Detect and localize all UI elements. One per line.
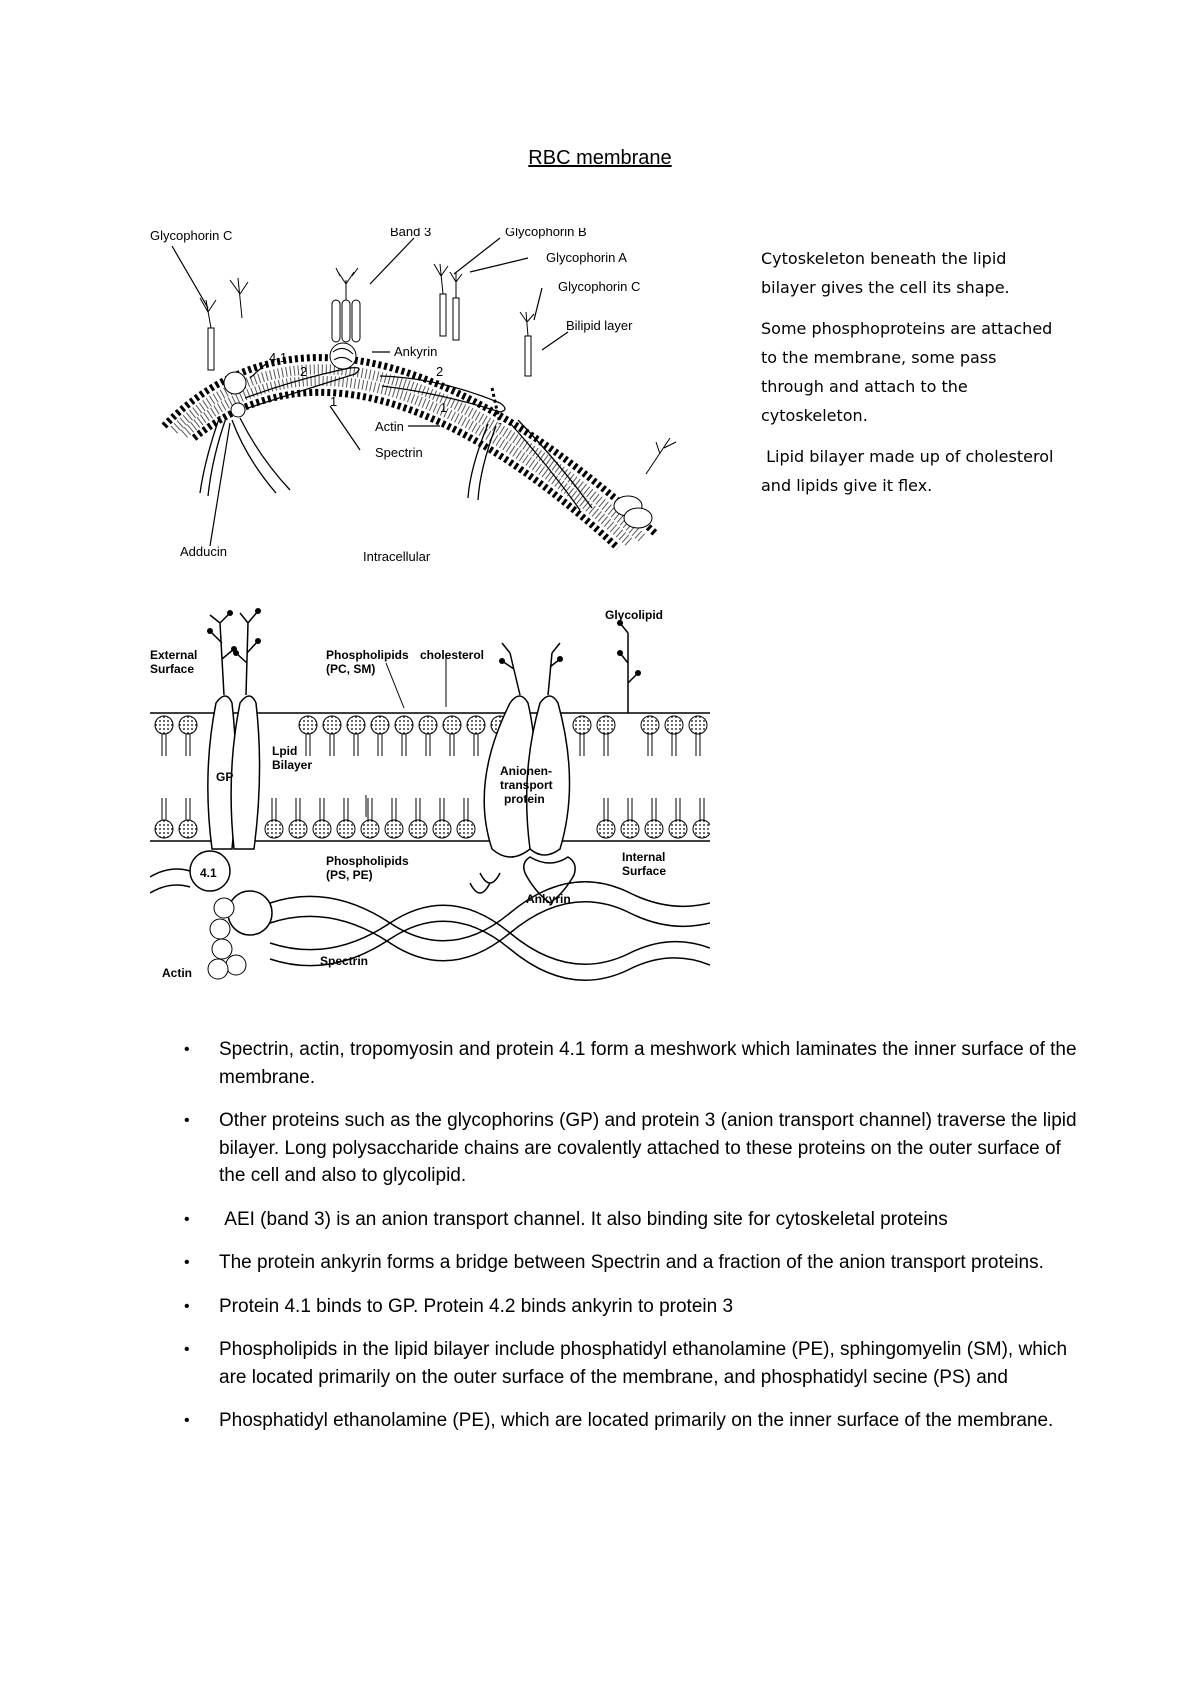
fig2-label-cholesterol: cholesterol: [420, 648, 484, 662]
bullet-item: AEI (band 3) is an anion transport chann…: [180, 1206, 1080, 1234]
bullet-item: The protein ankyrin forms a bridge betwe…: [180, 1249, 1080, 1277]
bullet-item: Spectrin, actin, tropomyosin and protein…: [180, 1036, 1080, 1091]
fig1-label-1-right: 1: [440, 400, 447, 415]
fig1-label-glycophorin-a: Glycophorin A: [546, 250, 627, 265]
fig1-label-band3: Band 3: [390, 228, 431, 239]
bullet-item: Phosphatidyl ethanolamine (PE), which ar…: [180, 1407, 1080, 1435]
spectrin-strands: [200, 368, 592, 510]
fig1-label-2-left: 2: [300, 364, 307, 379]
fig1-label-glycophorin-b: Glycophorin B: [505, 228, 587, 239]
fig1-label-glycophorin-c-left: Glycophorin C: [150, 228, 232, 243]
fig2-label-spectrin: Spectrin: [320, 954, 368, 968]
fig2-label-lipid-bilayer-2: Bilayer: [272, 758, 312, 772]
fig2-label-actin: Actin: [162, 966, 192, 980]
bullet-item: Protein 4.1 binds to GP. Protein 4.2 bin…: [180, 1293, 1080, 1321]
bullet-item: Phospholipids in the lipid bilayer inclu…: [180, 1336, 1080, 1391]
fig1-label-actin: Actin: [375, 419, 404, 434]
side-note: Some phosphoproteins are attached to the…: [761, 314, 1061, 430]
fig1-label-glycophorin-c-right: Glycophorin C: [558, 279, 640, 294]
protein-41-globule: [224, 372, 246, 394]
rbc-membrane-curved-diagram: Glycophorin C Band 3 Glycophorin B Glyco…: [150, 228, 720, 588]
fig2-label-phospholipids-top-2: (PC, SM): [326, 662, 375, 676]
fig2-label-internal-1: Internal: [622, 850, 665, 864]
band3-protein: [330, 268, 360, 369]
fig2-label-lipid-bilayer-1: Lpid: [272, 744, 297, 758]
fig1-label-spectrin: Spectrin: [375, 445, 423, 460]
bullet-list: Spectrin, actin, tropomyosin and protein…: [180, 1036, 1080, 1451]
fig1-label-1-left: 1: [330, 394, 337, 409]
fig2-label-ankyrin: Ankyrin: [526, 892, 571, 906]
fig2-label-external-2: Surface: [150, 662, 194, 676]
fig2-label-anion-3: protein: [504, 792, 545, 806]
fig1-label-41: 4.1: [269, 350, 287, 365]
rbc-membrane-bilayer-diagram: Glycolipid External Surface Phospholipid…: [150, 603, 710, 1023]
fig1-label-ankyrin: Ankyrin: [394, 344, 437, 359]
fig2-label-anion-2: transport: [500, 778, 553, 792]
fig1-label-2-right: 2: [436, 364, 443, 379]
fig1-label-intracellular: Intracellular: [363, 549, 431, 564]
fig2-label-phospholipids-bottom-2: (PS, PE): [326, 868, 373, 882]
fig2-label-phospholipids-top-1: Phospholipids: [326, 648, 409, 662]
fig2-label-phospholipids-bottom-1: Phospholipids: [326, 854, 409, 868]
glycophorin-b-a-proteins: [434, 264, 534, 376]
glycophorin-gp-protein: [207, 608, 261, 849]
side-note: Lipid bilayer made up of cholesterol and…: [761, 442, 1061, 500]
fig1-label-bilipid-layer: Bilipid layer: [566, 318, 633, 333]
glycophorin-bottom-right: [614, 438, 676, 528]
fig2-label-internal-2: Surface: [622, 864, 666, 878]
bullet-item: Other proteins such as the glycophorins …: [180, 1107, 1080, 1190]
page-title: RBC membrane: [0, 147, 1200, 170]
fig2-label-anion-1: Anionen-: [500, 764, 552, 778]
fig2-label-glycolipid: Glycolipid: [605, 608, 663, 622]
fig1-label-adducin: Adducin: [180, 544, 227, 559]
side-notes: Cytoskeleton beneath the lipid bilayer g…: [761, 244, 1061, 512]
glycolipid: [617, 620, 641, 713]
fig2-label-41: 4.1: [200, 866, 217, 880]
anion-transport-protein: [484, 643, 569, 857]
fig2-label-gp: GP: [216, 770, 233, 784]
glycophorin-c-left-protein: [200, 278, 248, 370]
side-note: Cytoskeleton beneath the lipid bilayer g…: [761, 244, 1061, 302]
fig2-label-external-1: External: [150, 648, 197, 662]
